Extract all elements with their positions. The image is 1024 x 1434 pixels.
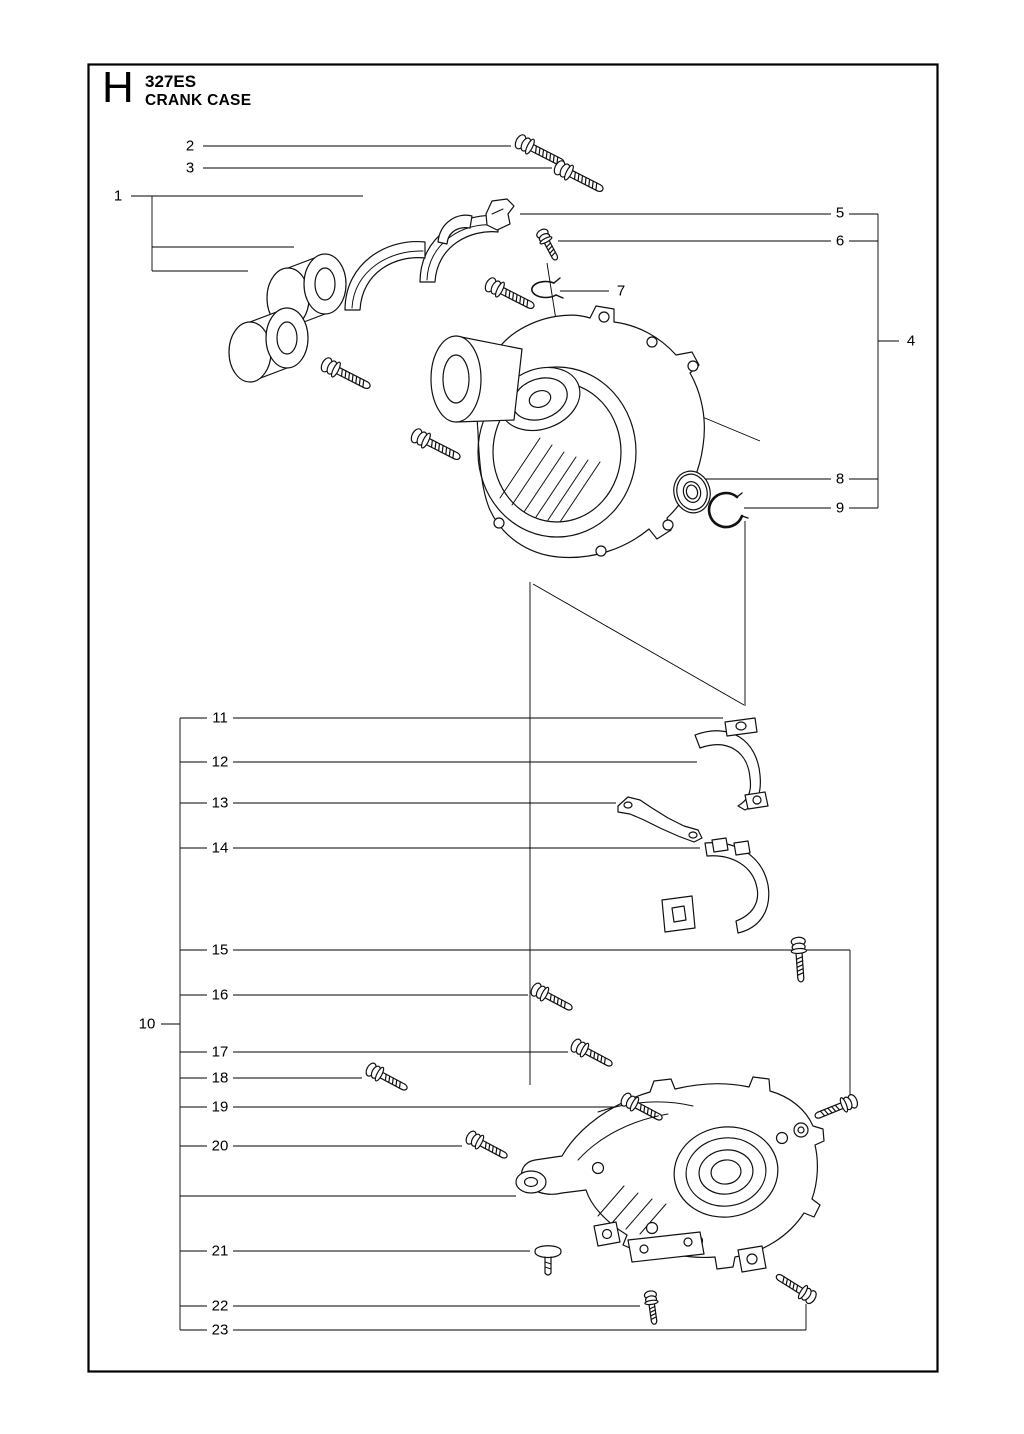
crank-bearing-cap-front <box>228 307 309 383</box>
part-23-bolt <box>772 1268 820 1307</box>
lower-crankcase-assembly <box>363 717 861 1326</box>
case-bolt-left <box>318 354 375 395</box>
callout-2: 2 <box>183 137 197 155</box>
part-17-bolt <box>568 1036 617 1072</box>
callout-21: 21 <box>209 1242 231 1260</box>
part-3-bolt <box>551 157 608 198</box>
part-21-screw <box>534 1245 562 1276</box>
part-6-screw <box>534 226 563 264</box>
part-22-screw <box>642 1289 662 1326</box>
lower-crankcase-half <box>515 1076 825 1273</box>
part-11-12-upper-cover-band <box>694 717 769 811</box>
callout-11: 11 <box>210 709 230 727</box>
upper-crankcase-assembly <box>228 131 749 559</box>
case-bolt-lower <box>408 425 465 466</box>
part-5-retainer-clip <box>485 198 515 231</box>
part-7-wire-clip <box>531 277 564 299</box>
callout-19: 19 <box>209 1098 231 1116</box>
callout-10: 10 <box>136 1015 158 1033</box>
callout-9: 9 <box>833 499 847 517</box>
upper-crankcase-half <box>476 305 705 559</box>
callout-17: 17 <box>209 1043 231 1061</box>
callout-22: 22 <box>209 1297 231 1315</box>
part-15-screw-right <box>811 1092 861 1125</box>
section-letter: H <box>102 63 134 112</box>
callout-13: 13 <box>209 794 231 812</box>
callout-1: 1 <box>111 187 125 205</box>
callout-12: 12 <box>209 753 231 771</box>
crankshaft-cylinder <box>430 335 523 423</box>
part-9-circlip <box>707 491 749 529</box>
callout-4: 4 <box>904 332 918 350</box>
callout-18: 18 <box>209 1069 231 1087</box>
part-20-bolt <box>463 1128 512 1164</box>
leader-lines <box>131 145 899 1331</box>
part-18-bolt <box>363 1060 412 1096</box>
callout-8: 8 <box>833 470 847 488</box>
callout-23: 23 <box>209 1321 231 1339</box>
model-number: 327ES <box>145 72 197 91</box>
page-title: CRANK CASE <box>145 92 252 109</box>
callout-15: 15 <box>209 941 231 959</box>
part-16-bolt <box>528 980 577 1016</box>
part-14-lower-cover-band <box>661 837 770 934</box>
part-8-bearing <box>673 470 711 514</box>
callout-6: 6 <box>833 232 847 250</box>
callout-20: 20 <box>209 1137 231 1155</box>
page-border-frame <box>87 63 939 1373</box>
callout-7: 7 <box>614 282 628 300</box>
small-cover-bracket <box>437 214 473 245</box>
callout-5: 5 <box>833 204 847 222</box>
case-bolt-upper <box>482 274 539 315</box>
bearing-shell-upper-front <box>344 240 426 311</box>
callout-16: 16 <box>209 986 231 1004</box>
callout-3: 3 <box>183 159 197 177</box>
part-13-gasket-strip <box>617 796 703 843</box>
part-15-screw <box>789 936 810 984</box>
callout-14: 14 <box>209 839 231 857</box>
